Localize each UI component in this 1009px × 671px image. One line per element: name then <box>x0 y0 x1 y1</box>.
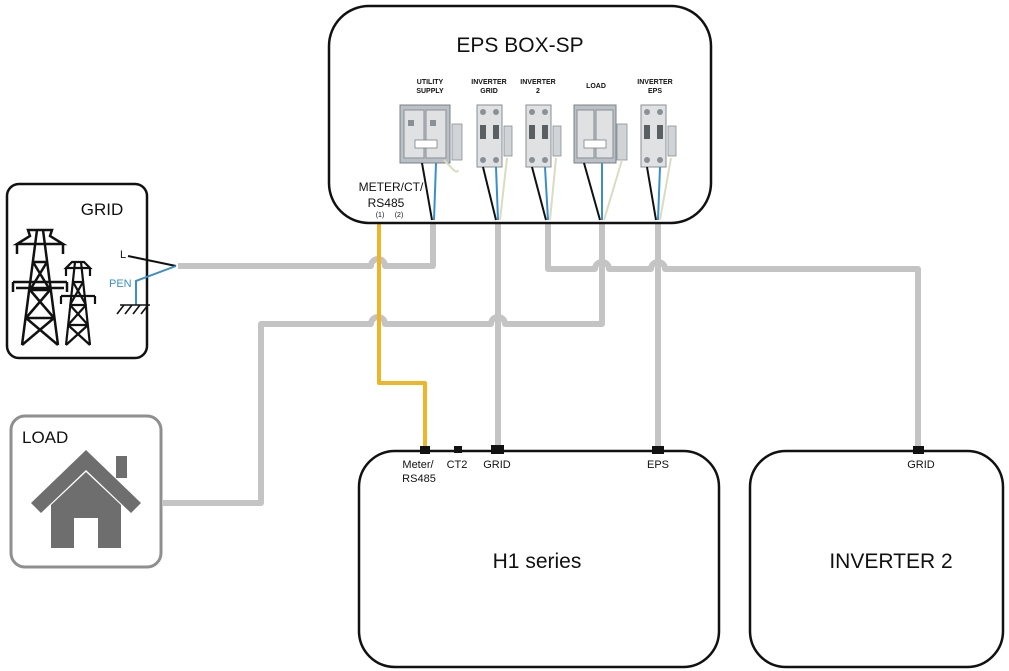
eps-box: EPS BOX-SP UTILITY SUPPLY INVERTER GRID … <box>327 4 713 225</box>
wiring-runs <box>163 222 921 506</box>
breaker-label-load: LOAD <box>586 83 606 90</box>
breaker-label-utility-line2: SUPPLY <box>416 88 444 95</box>
line-l-wire <box>127 255 177 267</box>
h1-grid-label: GRID <box>483 459 511 471</box>
pin-1-label: (1) <box>376 212 385 219</box>
h1-meter-port <box>420 446 430 454</box>
breaker-label-utility-line1: UTILITY <box>417 79 444 86</box>
load-to-load-breaker-wire <box>163 222 605 506</box>
inverter-grid-breaker <box>476 104 513 168</box>
breaker-label-inverter2-line1: INVERTER <box>520 79 555 86</box>
breaker-internal-wiring <box>421 157 672 221</box>
grid-to-utility-wire <box>178 222 436 269</box>
meter-ct-label-line2: RS485 <box>368 196 405 210</box>
eps-box-title: EPS BOX-SP <box>456 34 583 57</box>
h1-series-title: H1 series <box>493 550 582 573</box>
inverter2-title: INVERTER 2 <box>829 550 952 573</box>
h1-eps-label: EPS <box>647 459 669 471</box>
grid-box-title: GRID <box>81 200 124 219</box>
meter-ct-label-line1: METER/CT/ <box>359 180 424 194</box>
h1-grid-port <box>491 445 504 454</box>
h1-series-inverter: H1 series Meter/ RS485 CT2 GRID EPS <box>357 445 721 669</box>
eps-box-frame <box>327 4 713 225</box>
pen-wire <box>135 265 177 305</box>
h1-eps-port <box>652 446 664 454</box>
small-tower-icon <box>59 260 97 346</box>
pin-2-label: (2) <box>395 212 404 219</box>
breaker-label-inverter-eps-line2: EPS <box>648 88 662 95</box>
utility-supply-breaker <box>399 104 463 164</box>
breaker-label-inverter-grid-line1: INVERTER <box>471 79 506 86</box>
inverter2-grid-port <box>913 446 924 454</box>
inverter2-grid-label: GRID <box>907 459 935 471</box>
h1-meter-label-line1: Meter/ <box>402 459 434 471</box>
h1-meter-label-line2: RS485 <box>402 473 436 485</box>
rs485-cable <box>377 222 427 449</box>
h1-ct2-label: CT2 <box>447 459 468 471</box>
earth-ground-icon <box>116 304 150 315</box>
inverter2-breaker <box>525 104 562 168</box>
load-breaker <box>573 104 628 164</box>
h1-series-frame <box>357 449 721 669</box>
transmission-tower-icon <box>11 228 69 346</box>
h1-ct2-port <box>454 446 462 453</box>
grid-box-frame <box>5 182 149 360</box>
house-icon <box>31 450 141 548</box>
breaker-label-inverter-eps-line1: INVERTER <box>637 79 672 86</box>
inverter-eps-breaker <box>640 104 677 168</box>
pen-label: PEN <box>109 278 132 290</box>
load-box: LOAD <box>9 414 163 569</box>
inverter2-breaker-to-inverter2-wire <box>545 222 921 449</box>
breaker-label-inverter2-line2: 2 <box>536 88 540 95</box>
grid-box: GRID L PEN <box>5 182 177 360</box>
breaker-label-inverter-grid-line2: GRID <box>480 88 498 95</box>
line-l-label: L <box>120 249 126 261</box>
inverter2-frame <box>748 449 1005 669</box>
inverter-2: INVERTER 2 GRID <box>748 446 1005 669</box>
load-box-title: LOAD <box>22 428 68 447</box>
